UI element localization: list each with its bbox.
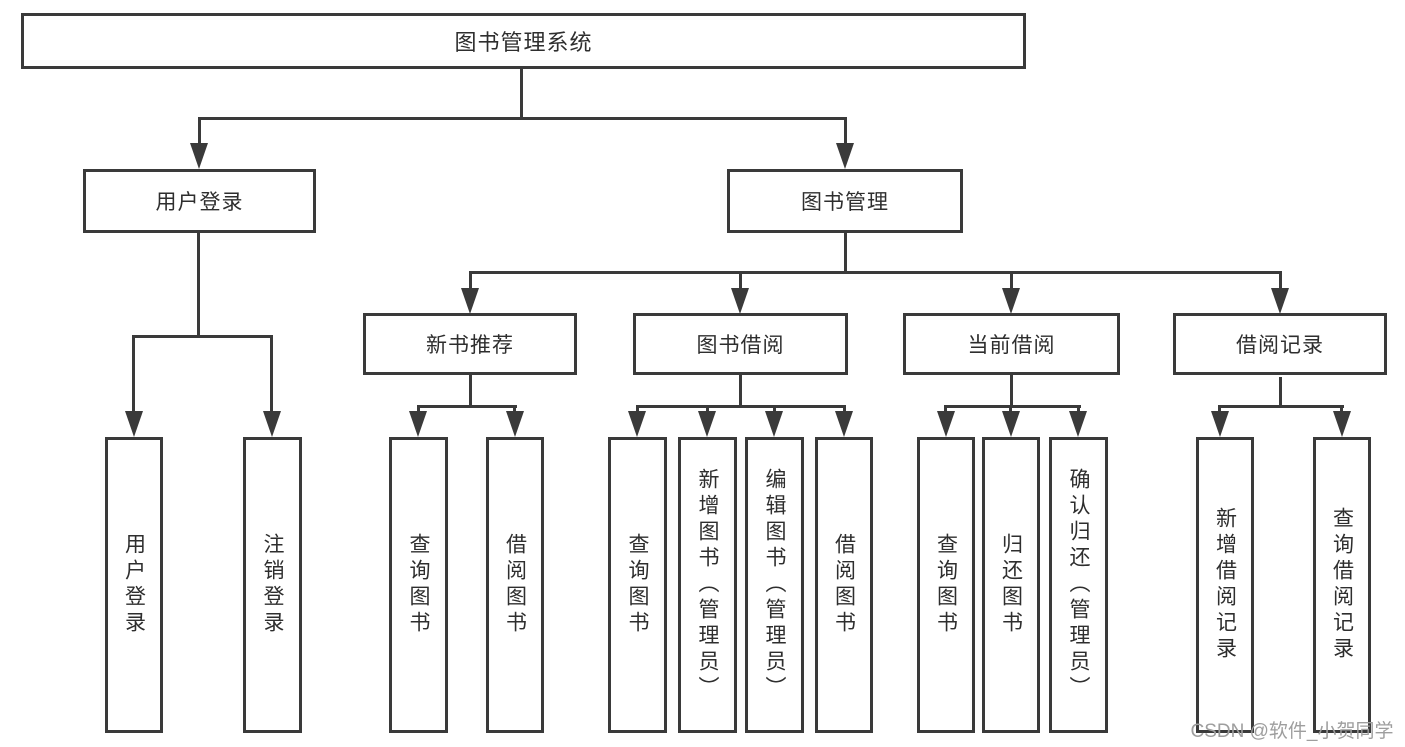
connector-borrow-drop <box>739 271 742 290</box>
connector-borrow-stem <box>739 375 742 407</box>
connector-leaf-drop <box>417 405 420 413</box>
connector-leaf-drop <box>944 405 947 413</box>
connector-leaf-drop <box>1009 405 1012 413</box>
node-current-borrowing: 当前借阅 <box>903 313 1120 375</box>
node-borrowing-records: 借阅记录 <box>1173 313 1387 375</box>
node-book-management-label: 图书管理 <box>801 191 889 214</box>
connector-leaf-drop <box>1340 405 1343 413</box>
connector-current-stem <box>1010 375 1013 407</box>
connector-records-stem <box>1279 377 1282 407</box>
leaf-logout: 注销登录 <box>243 437 302 733</box>
leaf-user-login: 用户登录 <box>105 437 163 733</box>
node-user-login-label: 用户登录 <box>155 191 244 214</box>
connector-leaf-drop <box>706 405 709 413</box>
leaf-borrow-books-recommend: 借阅图书 <box>486 437 544 733</box>
arrow-down-icon <box>1002 411 1020 437</box>
leaf-label: 查询图书 <box>934 533 958 637</box>
connector-leaf-drop <box>636 405 639 413</box>
connector-leaf-drop <box>270 335 273 413</box>
leaf-label: 归还图书 <box>999 533 1023 637</box>
arrow-down-icon <box>835 411 853 437</box>
connector-borrow-group-bar <box>636 405 846 408</box>
arrow-down-icon <box>628 411 646 437</box>
leaf-confirm-return-admin: 确认归还（管理员） <box>1049 437 1108 733</box>
connector-level2-bar <box>198 117 847 120</box>
leaf-add-books-admin: 新增图书（管理员） <box>678 437 737 733</box>
connector-newbook-drop <box>469 271 472 290</box>
leaf-label: 确认归还（管理员） <box>1067 468 1090 702</box>
arrow-down-icon <box>836 143 854 169</box>
leaf-query-books-current: 查询图书 <box>917 437 975 733</box>
leaf-label: 注销登录 <box>261 533 284 637</box>
leaf-label: 借阅图书 <box>832 533 856 637</box>
connector-user-login-drop <box>198 117 201 145</box>
leaf-label: 查询借阅记录 <box>1330 507 1354 663</box>
connector-leaf-drop <box>513 405 516 413</box>
node-new-book-recommendation-label: 新书推荐 <box>426 334 514 357</box>
arrow-down-icon <box>731 288 749 314</box>
leaf-edit-books-admin: 编辑图书（管理员） <box>745 437 804 733</box>
leaf-add-borrow-record: 新增借阅记录 <box>1196 437 1254 733</box>
connector-leaf-drop <box>843 405 846 413</box>
connector-newbook-group-bar <box>417 405 517 408</box>
node-book-borrowing: 图书借阅 <box>633 313 848 375</box>
node-new-book-recommendation: 新书推荐 <box>363 313 577 375</box>
leaf-label: 新增图书（管理员） <box>696 468 719 702</box>
node-user-login: 用户登录 <box>83 169 316 233</box>
connector-leaf-drop <box>773 405 776 413</box>
connector-user-login-stem <box>197 233 200 337</box>
connector-current-drop <box>1010 271 1013 290</box>
arrow-down-icon <box>1002 288 1020 314</box>
leaf-label: 用户登录 <box>122 533 146 637</box>
node-book-management: 图书管理 <box>727 169 963 233</box>
node-current-borrowing-label: 当前借阅 <box>967 334 1056 357</box>
arrow-down-icon <box>1211 411 1229 437</box>
leaf-label: 编辑图书（管理员） <box>763 468 786 702</box>
connector-newbook-stem <box>469 375 472 407</box>
arrow-down-icon <box>1333 411 1351 437</box>
connector-records-drop <box>1279 271 1282 290</box>
arrow-down-icon <box>409 411 427 437</box>
arrow-down-icon <box>263 411 281 437</box>
arrow-down-icon <box>190 143 208 169</box>
connector-records-group-bar <box>1218 405 1344 408</box>
leaf-query-borrow-record: 查询借阅记录 <box>1313 437 1371 733</box>
connector-user-login-group-bar <box>132 335 273 338</box>
arrow-down-icon <box>1069 411 1087 437</box>
leaf-borrow-books: 借阅图书 <box>815 437 873 733</box>
arrow-down-icon <box>125 411 143 437</box>
leaf-label: 查询图书 <box>407 533 430 637</box>
node-root: 图书管理系统 <box>21 13 1026 69</box>
connector-leaf-drop <box>1077 405 1080 413</box>
arrow-down-icon <box>506 411 524 437</box>
connector-leaf-drop <box>1218 405 1221 413</box>
connector-current-group-bar <box>944 405 1081 408</box>
leaf-label: 新增借阅记录 <box>1213 507 1237 663</box>
connector-root-stem <box>520 68 523 119</box>
arrow-down-icon <box>698 411 716 437</box>
leaf-query-books-recommend: 查询图书 <box>389 437 448 733</box>
node-root-label: 图书管理系统 <box>454 30 593 55</box>
leaf-query-books-borrow: 查询图书 <box>608 437 667 733</box>
node-book-borrowing-label: 图书借阅 <box>696 334 785 357</box>
leaf-label: 借阅图书 <box>503 533 527 637</box>
connector-leaf-drop <box>132 335 135 413</box>
connector-book-mgmt-stem <box>844 233 847 273</box>
node-borrowing-records-label: 借阅记录 <box>1236 334 1324 357</box>
arrow-down-icon <box>937 411 955 437</box>
csdn-watermark: CSDN @软件_小贺同学 <box>1190 721 1394 742</box>
arrow-down-icon <box>1271 288 1289 314</box>
arrow-down-icon <box>765 411 783 437</box>
leaf-label: 查询图书 <box>626 533 649 637</box>
arrow-down-icon <box>461 288 479 314</box>
connector-level3-bar <box>469 271 1282 274</box>
connector-book-mgmt-drop <box>844 117 847 145</box>
leaf-return-books: 归还图书 <box>982 437 1040 733</box>
